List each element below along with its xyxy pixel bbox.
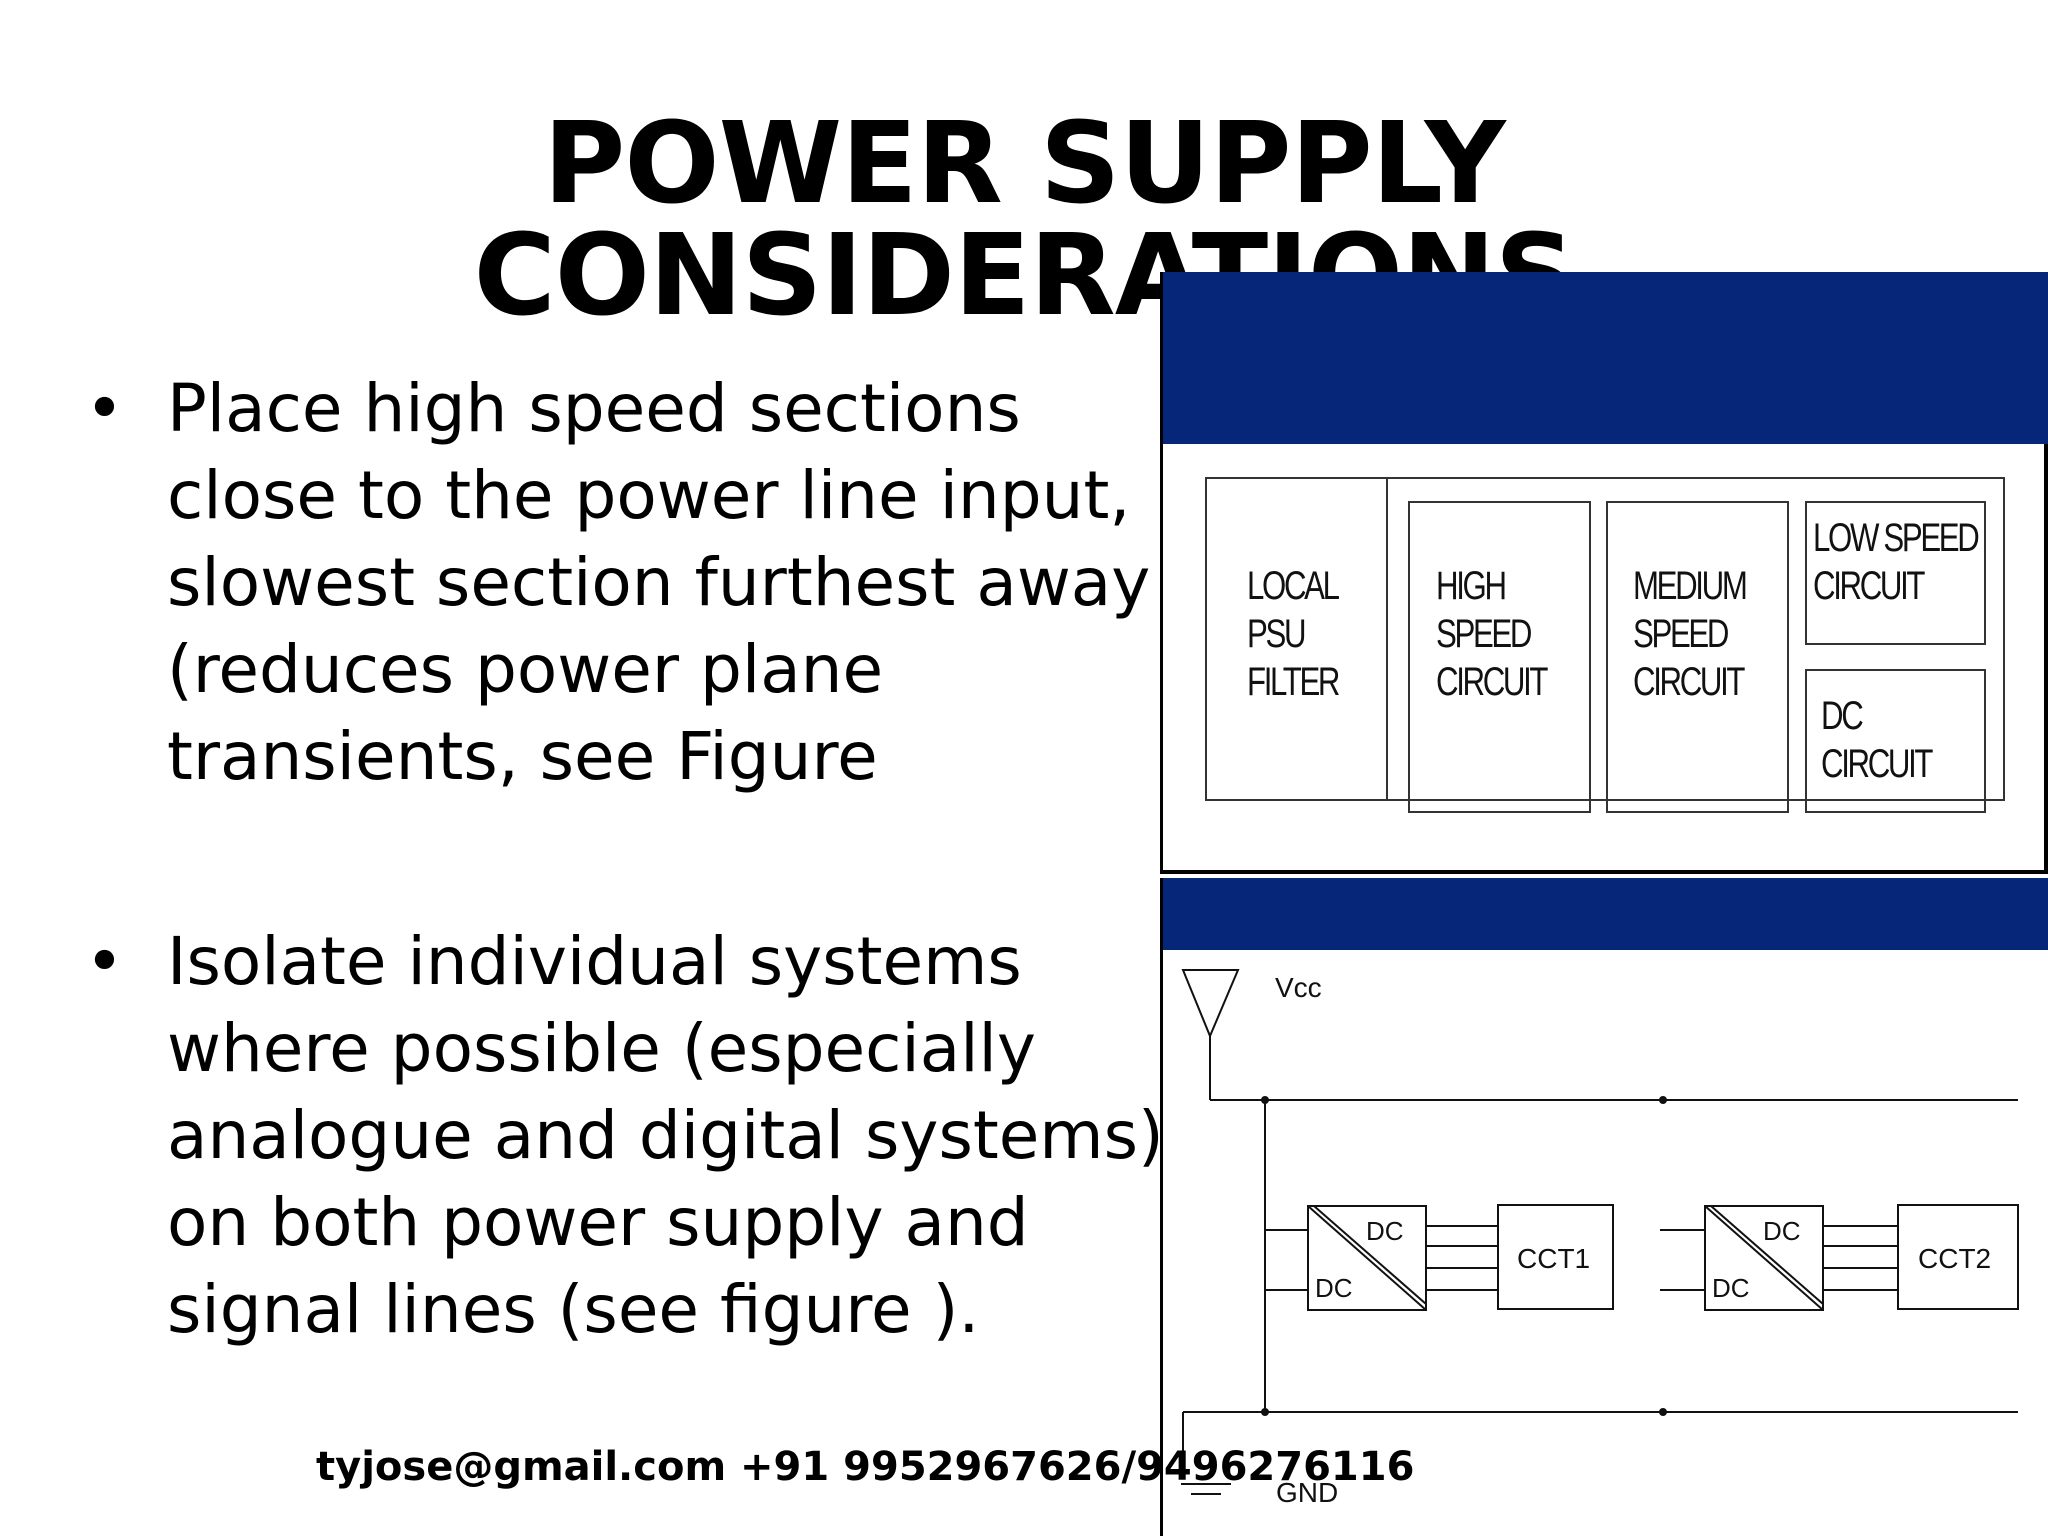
bullet-line: where possible (especially bbox=[167, 1010, 1036, 1087]
bullet-line: slowest section furthest away bbox=[167, 544, 1151, 621]
dc-dc-converter-2 bbox=[1704, 1205, 1824, 1311]
bullet-marker: • bbox=[85, 923, 124, 1000]
vcc-label: Vcc bbox=[1275, 972, 1322, 1003]
isolation-figure: Vcc GND DC DC DC DC CCT1 CCT2 bbox=[1160, 878, 2048, 1536]
converter-1-bottom-label: DC bbox=[1315, 1273, 1353, 1303]
bullet-line: analogue and digital systems) bbox=[167, 1097, 1164, 1174]
junction-dot bbox=[1261, 1096, 1269, 1104]
junction-dot bbox=[1659, 1096, 1667, 1104]
figure-border bbox=[2044, 444, 2048, 874]
isolation-schematic: Vcc GND DC DC DC DC CCT1 CCT2 bbox=[1181, 969, 2019, 1508]
medium-speed-label: MEDIUM SPEED CIRCUIT bbox=[1633, 564, 1748, 704]
dc-circuit-block bbox=[1805, 669, 1986, 813]
figure-header-band bbox=[1163, 878, 2048, 950]
layout-figure: LOCAL PSU FILTER HIGH SPEED CIRCUIT MEDI… bbox=[1160, 272, 2048, 874]
converter-1-top-label: DC bbox=[1366, 1216, 1404, 1246]
gnd-label: GND bbox=[1276, 1477, 1338, 1508]
converter-diagonal bbox=[1704, 1205, 1824, 1311]
converter-diagonal bbox=[1313, 1205, 1427, 1305]
psu-filter-label: LOCAL PSU FILTER bbox=[1247, 564, 1340, 704]
bullet-line: Place high speed sections bbox=[167, 370, 1021, 447]
medium-speed-block bbox=[1606, 501, 1789, 813]
converter-2-bottom-label: DC bbox=[1712, 1273, 1750, 1303]
vcc-symbol bbox=[1181, 969, 1240, 1039]
bullet-line: signal lines (see figure ). bbox=[167, 1271, 980, 1348]
bullet-line: Isolate individual systems bbox=[167, 923, 1022, 1000]
junction-dot bbox=[1659, 1408, 1667, 1416]
bullet-line: transients, see Figure bbox=[167, 718, 878, 795]
dc-dc-converter-1 bbox=[1307, 1205, 1427, 1311]
low-speed-label: LOW SPEED CIRCUIT bbox=[1813, 516, 1980, 608]
bullet-line: close to the power line input, bbox=[167, 457, 1131, 534]
dc-circuit-label: DC CIRCUIT bbox=[1821, 694, 1933, 786]
bullet-line: (reduces power plane bbox=[167, 631, 884, 708]
bullet-marker: • bbox=[85, 370, 124, 447]
bullet-list: • Place high speed sections close to the… bbox=[85, 365, 1164, 1353]
cct2-block bbox=[1897, 1204, 2019, 1310]
converter-2-top-label: DC bbox=[1763, 1216, 1801, 1246]
bullet-item-placement: • Place high speed sections close to the… bbox=[85, 365, 1151, 800]
low-speed-block bbox=[1805, 501, 1986, 645]
bullet-item-isolation: • Isolate individual systems where possi… bbox=[85, 918, 1164, 1353]
figure-header-band bbox=[1163, 272, 2048, 444]
cct1-block bbox=[1497, 1204, 1614, 1310]
cct2-label: CCT2 bbox=[1918, 1243, 1991, 1274]
converter-diagonal bbox=[1307, 1205, 1427, 1311]
converter-diagonal bbox=[1710, 1205, 1824, 1305]
cct1-label: CCT1 bbox=[1517, 1243, 1590, 1274]
bullet-line: on both power supply and bbox=[167, 1184, 1029, 1261]
psu-filter-block bbox=[1205, 477, 1388, 801]
figure-border bbox=[1163, 870, 2048, 874]
high-speed-label: HIGH SPEED CIRCUIT bbox=[1436, 564, 1548, 704]
footer-contact: tyjose@gmail.com +91 9952967626/94962761… bbox=[316, 1444, 1415, 1490]
high-speed-block bbox=[1408, 501, 1591, 813]
junction-dot bbox=[1261, 1408, 1269, 1416]
